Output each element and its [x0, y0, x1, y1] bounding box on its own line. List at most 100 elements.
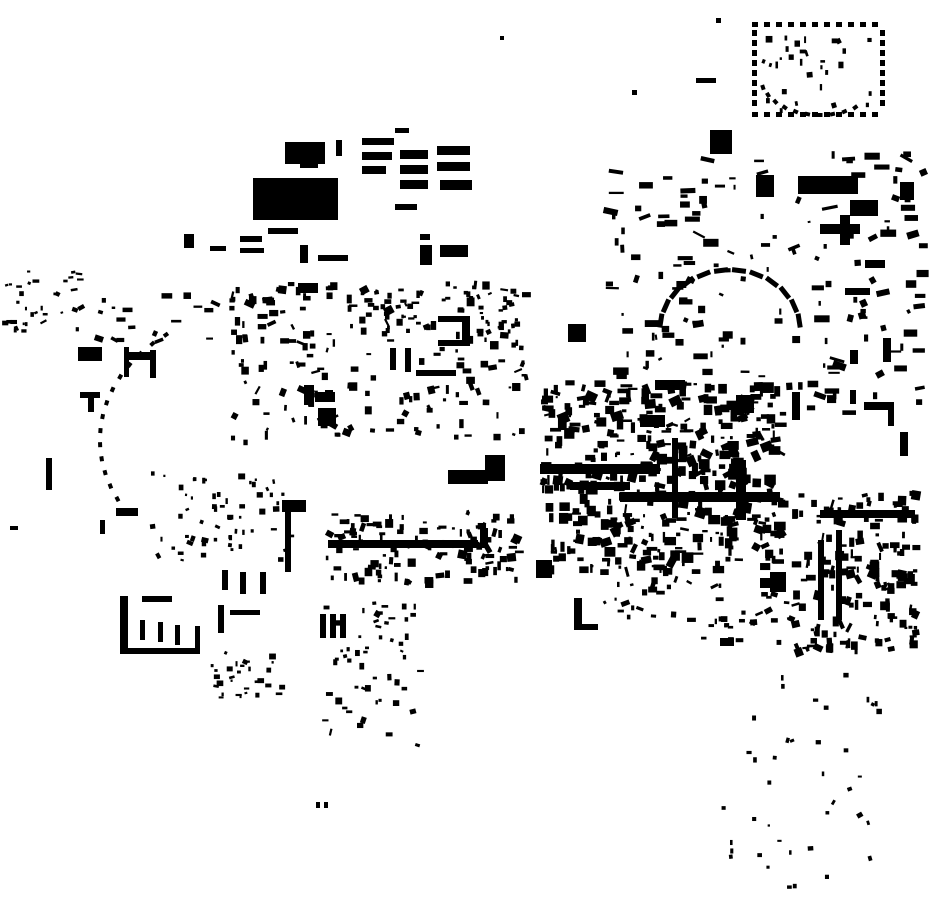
building: [389, 514, 393, 522]
building: [665, 555, 678, 569]
building: [254, 478, 257, 481]
building: [813, 391, 827, 401]
building: [326, 292, 333, 300]
building: [568, 324, 586, 342]
building: [365, 312, 372, 317]
building: [916, 269, 929, 278]
building: [358, 577, 365, 585]
building: [610, 434, 619, 438]
building: [587, 537, 597, 546]
building: [664, 536, 677, 546]
building: [137, 350, 144, 357]
building: [730, 406, 737, 418]
building: [621, 227, 625, 235]
building: [441, 298, 446, 302]
building: [193, 305, 203, 308]
building: [394, 572, 398, 582]
building: [648, 586, 658, 593]
building: [772, 430, 775, 439]
building: [70, 270, 76, 274]
building: [722, 469, 733, 479]
building: [553, 482, 560, 491]
building: [770, 591, 779, 598]
building: [760, 532, 763, 541]
building: [687, 511, 690, 515]
building: [756, 169, 769, 176]
building: [903, 151, 911, 158]
building: [713, 267, 729, 274]
building: [481, 316, 484, 320]
building: [226, 666, 233, 672]
building: [710, 536, 713, 542]
building: [645, 350, 655, 357]
building: [897, 512, 908, 523]
building: [199, 519, 204, 525]
building: [322, 628, 326, 632]
building: [712, 565, 725, 574]
building: [787, 615, 796, 623]
building: [854, 555, 862, 562]
building: [385, 327, 390, 334]
building: [358, 534, 361, 541]
building: [100, 413, 106, 420]
building: [459, 419, 464, 429]
building: [749, 619, 758, 626]
building: [743, 501, 749, 504]
building: [640, 525, 645, 530]
building: [238, 544, 243, 549]
building: [399, 524, 404, 530]
building: [331, 513, 339, 516]
building: [445, 570, 450, 579]
building: [404, 617, 409, 622]
building: [440, 245, 468, 257]
building: [360, 686, 367, 691]
building: [230, 548, 234, 552]
building: [564, 469, 569, 473]
building: [514, 550, 524, 554]
building: [902, 531, 905, 539]
building: [549, 513, 554, 523]
building: [784, 35, 788, 41]
building: [369, 428, 376, 433]
building: [243, 298, 256, 309]
building: [800, 112, 806, 117]
building: [513, 368, 523, 374]
building: [811, 285, 824, 291]
building: [700, 155, 715, 164]
building: [335, 697, 343, 705]
building: [546, 448, 549, 456]
building: [775, 61, 779, 69]
building: [762, 428, 771, 431]
building: [466, 335, 474, 344]
building: [578, 484, 585, 494]
building: [736, 412, 749, 423]
building: [484, 337, 487, 343]
building: [422, 323, 431, 331]
building: [399, 397, 404, 405]
building: [296, 384, 308, 395]
building: [766, 488, 773, 493]
building: [659, 552, 665, 561]
building: [701, 471, 706, 476]
building: [900, 182, 914, 200]
building: [776, 112, 782, 117]
building: [574, 598, 582, 628]
building: [514, 318, 518, 322]
building: [912, 569, 918, 573]
building: [77, 278, 84, 281]
building: [242, 321, 245, 328]
building: [410, 612, 416, 617]
building: [752, 715, 757, 721]
building: [639, 182, 653, 189]
building: [401, 686, 408, 691]
building: [455, 392, 460, 398]
building: [698, 459, 710, 470]
building: [77, 304, 86, 312]
building: [19, 291, 24, 297]
building: [624, 537, 633, 545]
building: [390, 544, 397, 553]
building: [774, 318, 783, 324]
building: [785, 46, 789, 52]
building: [718, 337, 729, 342]
building: [649, 449, 660, 463]
